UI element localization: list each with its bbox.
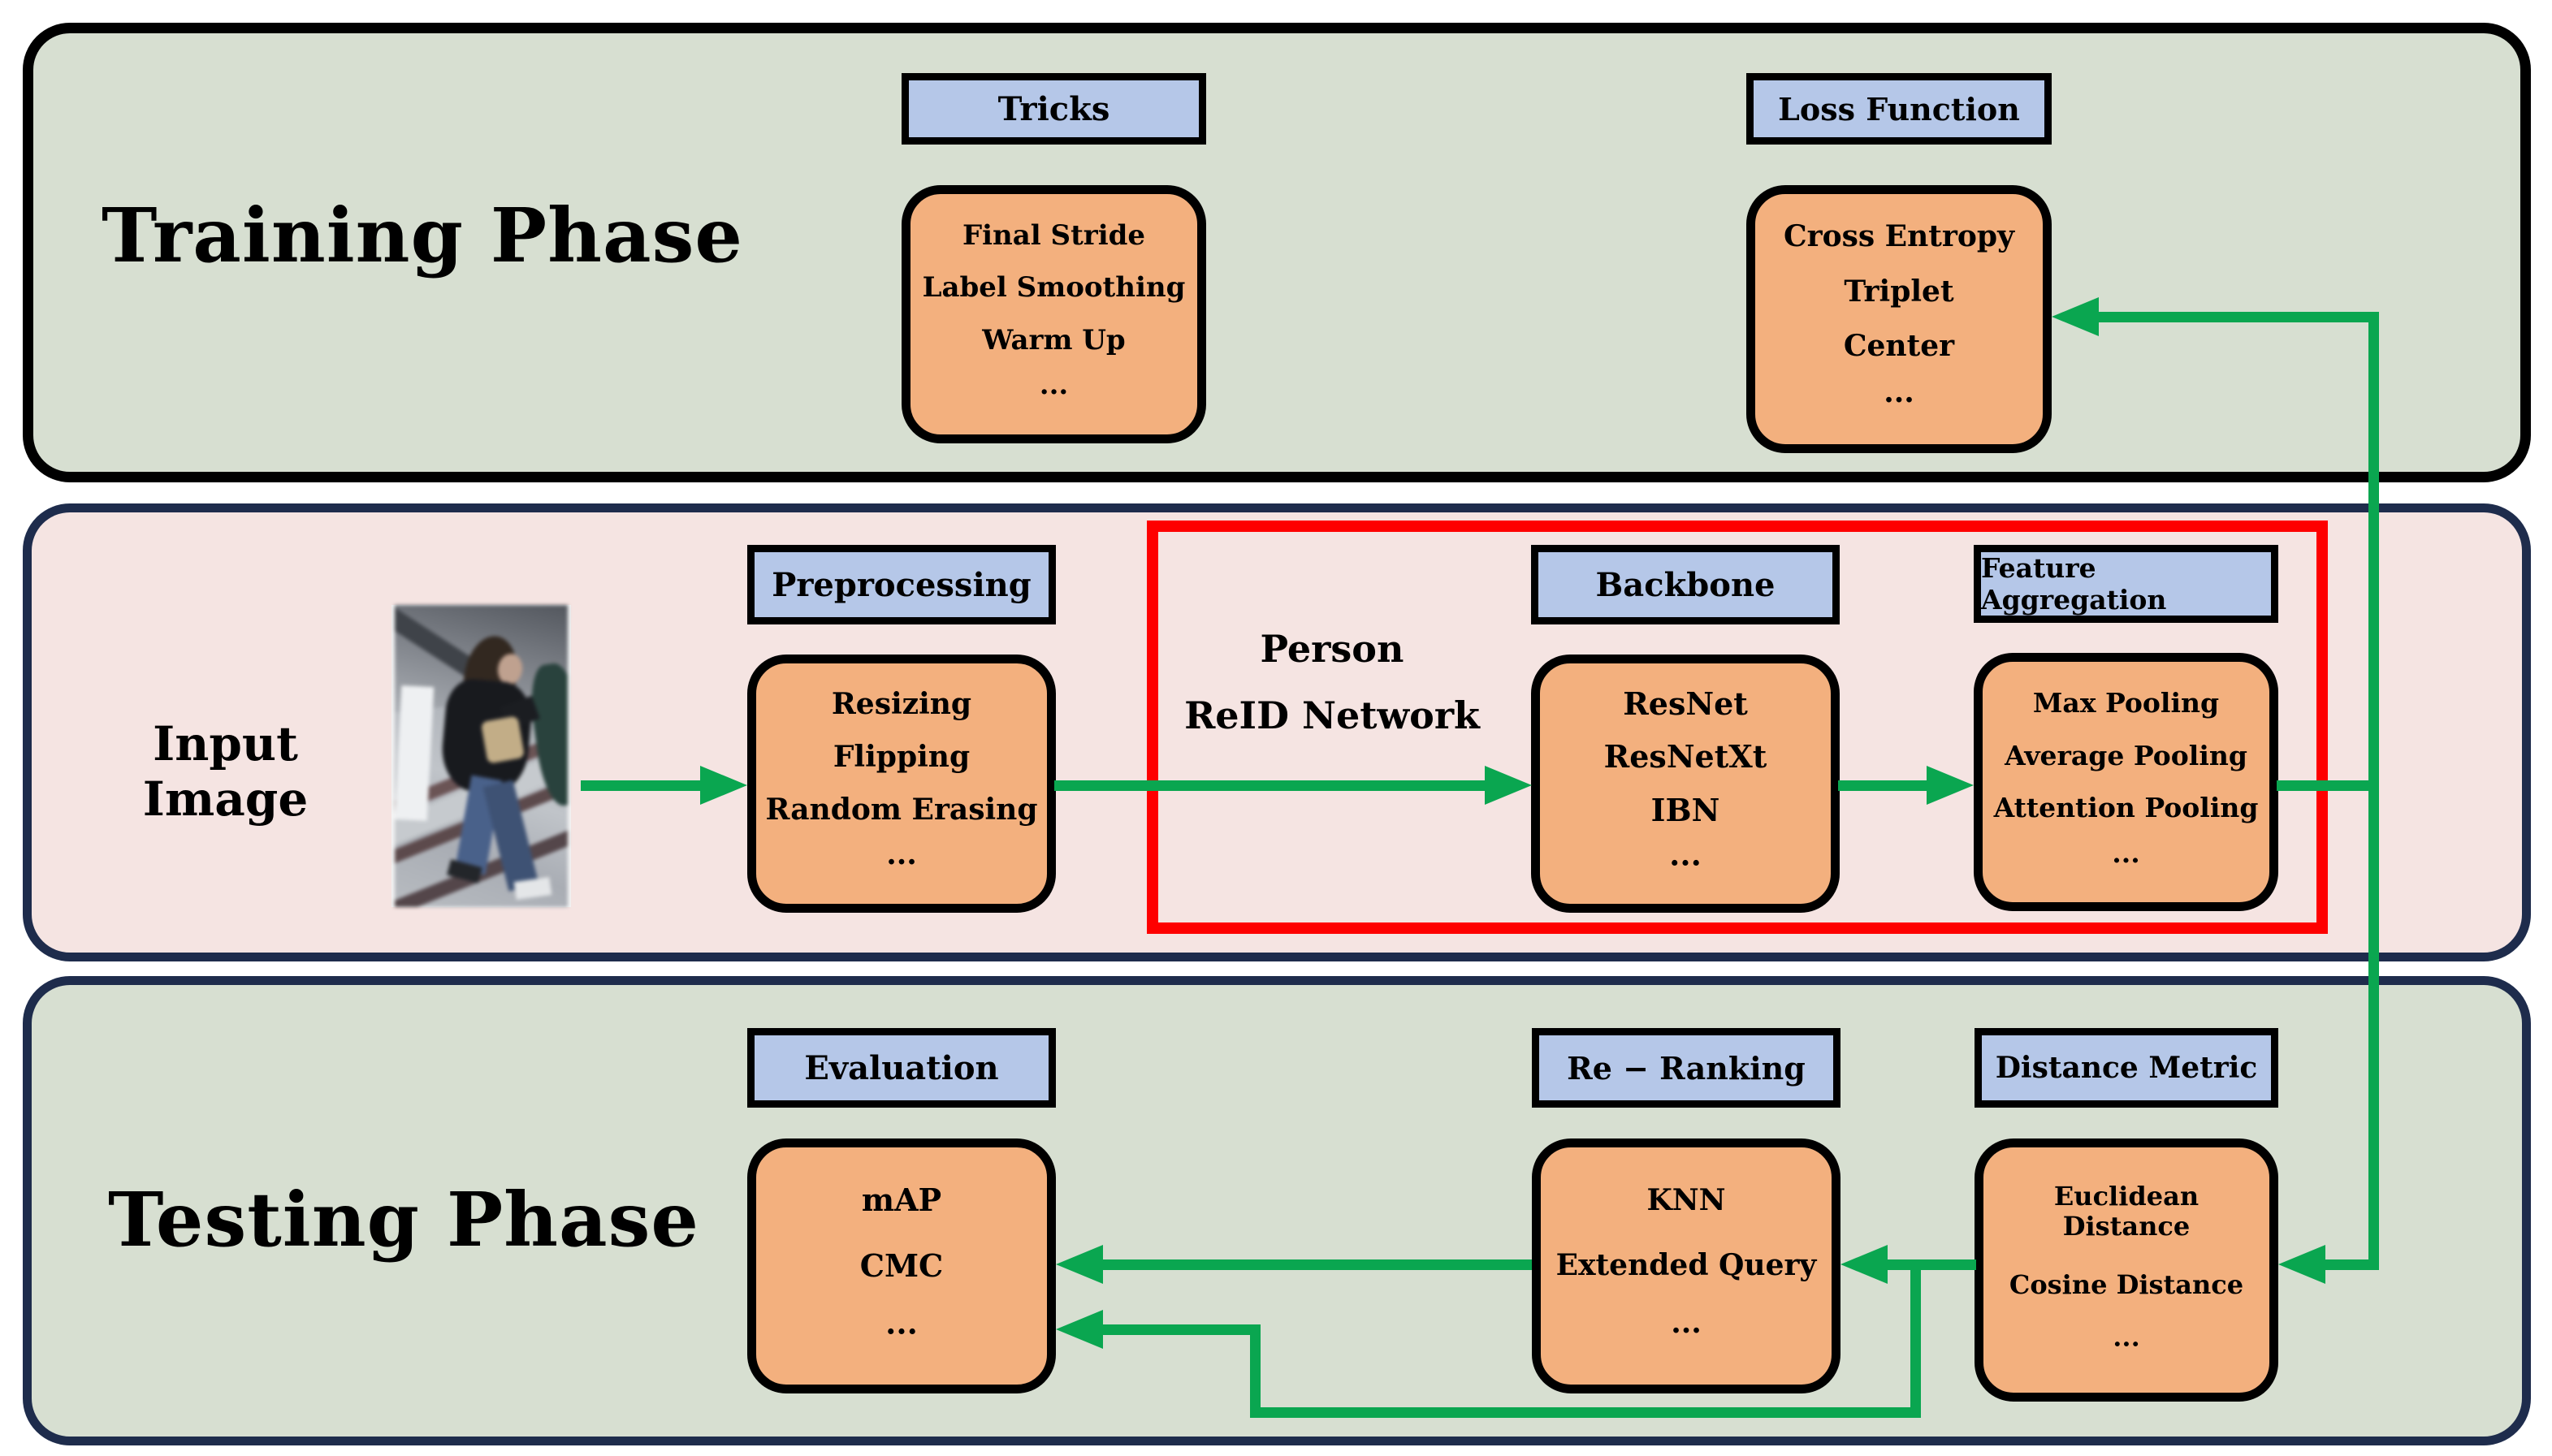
flow-bypass-bottom [1250, 1407, 1921, 1418]
person-reid-network-frame [1147, 521, 2328, 934]
flow-reranking-to-evaluation-arrowhead [1056, 1245, 1103, 1284]
training-phase-panel [23, 23, 2531, 482]
tricks-item: ··· [1039, 376, 1069, 409]
loss-item: Triplet [1844, 274, 1954, 309]
backbone-item: ResNet [1623, 685, 1748, 722]
testing-phase-title: Testing Phase [108, 1176, 699, 1264]
flow-trunk-vertical [2368, 312, 2379, 1270]
distance-metric-header: Distance Metric [1975, 1028, 2278, 1108]
flow-bypass-drop [1910, 1259, 1921, 1418]
flow-trunk-to-loss [2096, 312, 2379, 322]
backbone-card: ResNet ResNetXt IBN ··· [1531, 655, 1840, 913]
flow-bypass-to-evaluation-arrowhead [1056, 1310, 1103, 1349]
loss-item: Cross Entropy [1783, 219, 2014, 254]
tricks-item: Warm Up [982, 323, 1126, 356]
loss-item: Center [1843, 329, 1955, 364]
training-phase-title: Training Phase [102, 192, 743, 279]
preprocessing-card: Resizing Flipping Random Erasing ··· [747, 655, 1056, 913]
feature-aggregation-item: Average Pooling [2005, 739, 2247, 771]
photo-scene [395, 605, 568, 907]
flow-distance-to-reranking [1884, 1259, 1976, 1270]
flow-backbone-to-featagg [1838, 780, 1929, 791]
flow-input-to-preprocessing [581, 780, 703, 791]
flow-bypass-rise [1250, 1324, 1261, 1418]
flow-input-to-preprocessing-arrowhead [700, 766, 747, 805]
preprocessing-item: Random Erasing [765, 792, 1038, 827]
backbone-item: IBN [1650, 791, 1720, 828]
distance-metric-item: Cosine Distance [2009, 1269, 2244, 1300]
flow-reranking-to-evaluation [1100, 1259, 1532, 1270]
evaluation-card: mAP CMC ··· [747, 1138, 1056, 1393]
re-ranking-header: Re − Ranking [1532, 1028, 1840, 1108]
input-image-photo [391, 605, 571, 907]
network-label-line2: ReID Network [1184, 693, 1480, 737]
flow-trunk-to-distance-arrowhead [2278, 1245, 2325, 1284]
tricks-card: Final Stride Label Smoothing Warm Up ··· [902, 185, 1206, 443]
distance-metric-item: Euclidean Distance [2053, 1180, 2199, 1242]
evaluation-header: Evaluation [747, 1028, 1056, 1108]
preprocessing-item: ··· [886, 845, 917, 879]
preprocessing-item: Flipping [833, 739, 971, 774]
photo-shoe-white [513, 877, 552, 900]
re-ranking-card: KNN Extended Query ··· [1532, 1138, 1840, 1393]
flow-preprocessing-to-backbone [1054, 780, 1487, 791]
distance-metric-card: Euclidean Distance Cosine Distance ··· [1975, 1138, 2278, 1402]
evaluation-item: ··· [885, 1313, 918, 1350]
backbone-item: ··· [1669, 845, 1702, 882]
tricks-header: Tricks [902, 73, 1206, 145]
re-ranking-item: ··· [1671, 1313, 1702, 1348]
input-image-label: Input Image [142, 716, 309, 827]
preprocessing-header: Preprocessing [747, 545, 1056, 624]
flow-backbone-to-featagg-arrowhead [1927, 766, 1974, 805]
flow-featagg-to-trunk [2277, 780, 2379, 791]
feature-aggregation-header: Feature Aggregation [1974, 545, 2278, 623]
backbone-item: ResNetXt [1603, 738, 1767, 776]
loss-function-header: Loss Function [1746, 73, 2052, 145]
tricks-item: Label Smoothing [922, 271, 1186, 305]
evaluation-item: mAP [861, 1182, 942, 1219]
tricks-item: Final Stride [962, 218, 1146, 252]
feature-aggregation-item: Max Pooling [2032, 687, 2220, 719]
flow-trunk-to-distance [2322, 1259, 2379, 1270]
network-label-line1: Person [1260, 627, 1404, 671]
distance-metric-item: ··· [2113, 1328, 2140, 1359]
loss-item: ··· [1884, 383, 1914, 418]
flow-trunk-to-loss-arrowhead [2052, 297, 2099, 336]
feature-aggregation-card: Max Pooling Average Pooling Attention Po… [1974, 653, 2278, 911]
flow-preprocessing-to-backbone-arrowhead [1485, 766, 1532, 805]
preprocessing-item: Resizing [831, 686, 972, 721]
flow-bypass-to-evaluation [1100, 1324, 1261, 1335]
re-ranking-item: Extended Query [1555, 1248, 1817, 1283]
loss-function-card: Cross Entropy Triplet Center ··· [1746, 185, 2052, 453]
backbone-header: Backbone [1531, 545, 1840, 624]
feature-aggregation-item: Attention Pooling [1993, 792, 2259, 824]
flow-distance-to-reranking-arrowhead [1840, 1245, 1888, 1284]
evaluation-item: CMC [859, 1247, 944, 1285]
person-reid-network-label: Person ReID Network [1170, 616, 1494, 749]
feature-aggregation-item: ··· [2112, 844, 2140, 876]
re-ranking-item: KNN [1646, 1182, 1726, 1217]
photo-carried-object [480, 715, 526, 764]
